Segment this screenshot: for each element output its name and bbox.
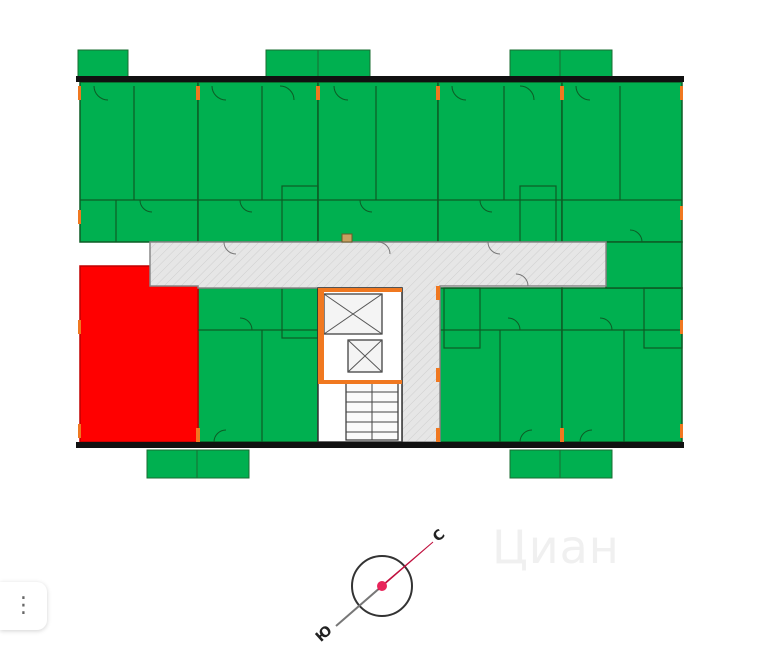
apartment[interactable] (437, 81, 563, 243)
window-markers (78, 86, 683, 442)
apartment[interactable] (439, 287, 563, 443)
kebab-menu-icon: ⋮ (12, 593, 35, 618)
interior-walls (80, 86, 683, 442)
apartment[interactable] (605, 241, 683, 289)
more-options-button[interactable]: ⋮ (0, 582, 47, 630)
compass (335, 541, 434, 627)
apartment[interactable] (561, 81, 683, 243)
compass-center (377, 581, 387, 591)
apartment[interactable] (197, 81, 319, 243)
elevator-stair-core (317, 287, 403, 443)
apartment[interactable] (197, 287, 319, 443)
apartments (79, 81, 683, 443)
selected-apartment[interactable] (79, 265, 199, 443)
apartment[interactable] (317, 81, 439, 243)
compass-needle-south (335, 585, 383, 627)
balconies-bottom (146, 449, 613, 479)
doors (93, 85, 643, 443)
apartment[interactable] (561, 287, 683, 443)
balconies-top (77, 49, 613, 79)
cian-watermark: Циан (492, 520, 620, 574)
apartment[interactable] (79, 81, 199, 243)
exterior-walls (76, 76, 684, 448)
